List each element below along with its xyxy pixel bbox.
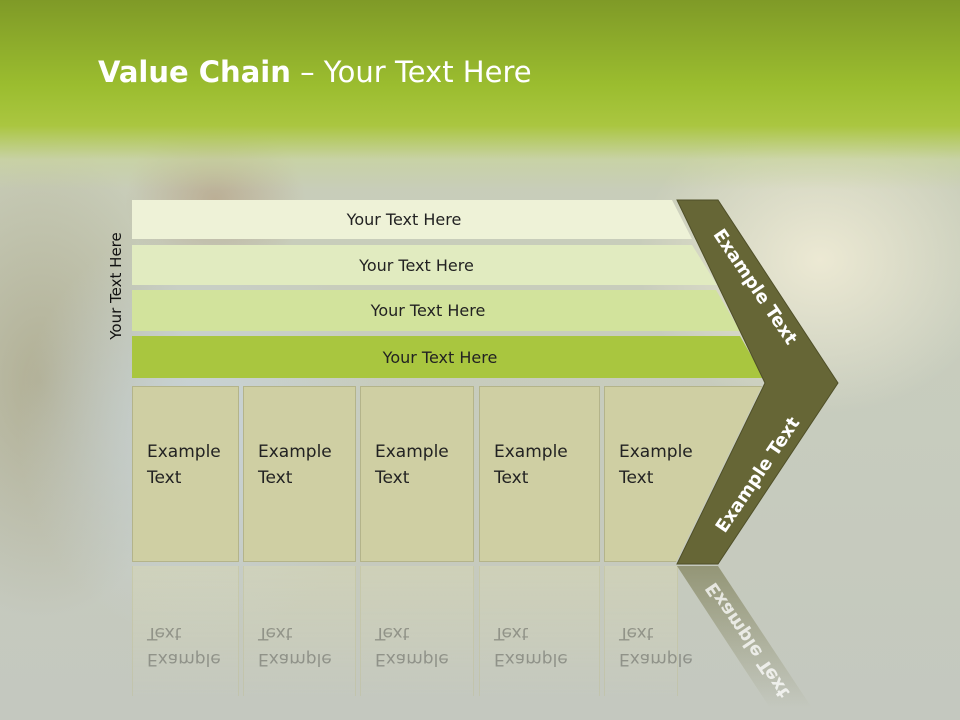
activity-box-label: Example Text (258, 442, 332, 488)
slide-title-bold: Value Chain (98, 55, 291, 89)
activity-box-label: Example Text (375, 442, 449, 488)
value-bar-label: Your Text Here (382, 347, 498, 367)
value-bar-4: Your Text Here (132, 336, 764, 378)
value-bar-label: Your Text Here (370, 301, 486, 320)
box-reflection: Example Text (479, 566, 600, 696)
activity-box-label: Example Text (619, 442, 693, 488)
box-reflection-label: Example Text (619, 623, 693, 669)
activity-box-label: Example Text (147, 442, 221, 488)
slide-title-rest: – Your Text Here (290, 55, 532, 89)
activity-box-2: Example Text (243, 386, 356, 562)
activity-box-3: Example Text (360, 386, 474, 562)
slide-title: Value Chain – Your Text Here (98, 55, 532, 89)
box-reflection: Example Text (360, 566, 474, 696)
box-reflection: Example Text (604, 566, 693, 696)
box-reflection: Example Text (243, 566, 356, 696)
value-bar-3: Your Text Here (132, 290, 740, 331)
activity-box-label: Example Text (494, 442, 568, 488)
box-reflection-label: Example Text (375, 623, 449, 669)
side-label-text: Your Text Here (107, 232, 125, 340)
activity-box-4: Example Text (479, 386, 600, 562)
activity-box-1: Example Text (132, 386, 239, 562)
header-band (0, 0, 960, 190)
box-reflection-label: Example Text (147, 623, 221, 669)
value-bar-2: Your Text Here (132, 245, 717, 285)
box-reflection: Example Text (132, 566, 239, 696)
value-bar-label: Your Text Here (359, 255, 474, 275)
value-bar-label: Your Text Here (346, 210, 462, 229)
box-reflection-label: Example Text (494, 623, 568, 669)
box-reflection-label: Example Text (258, 623, 332, 669)
value-bar-1: Your Text Here (132, 200, 692, 239)
